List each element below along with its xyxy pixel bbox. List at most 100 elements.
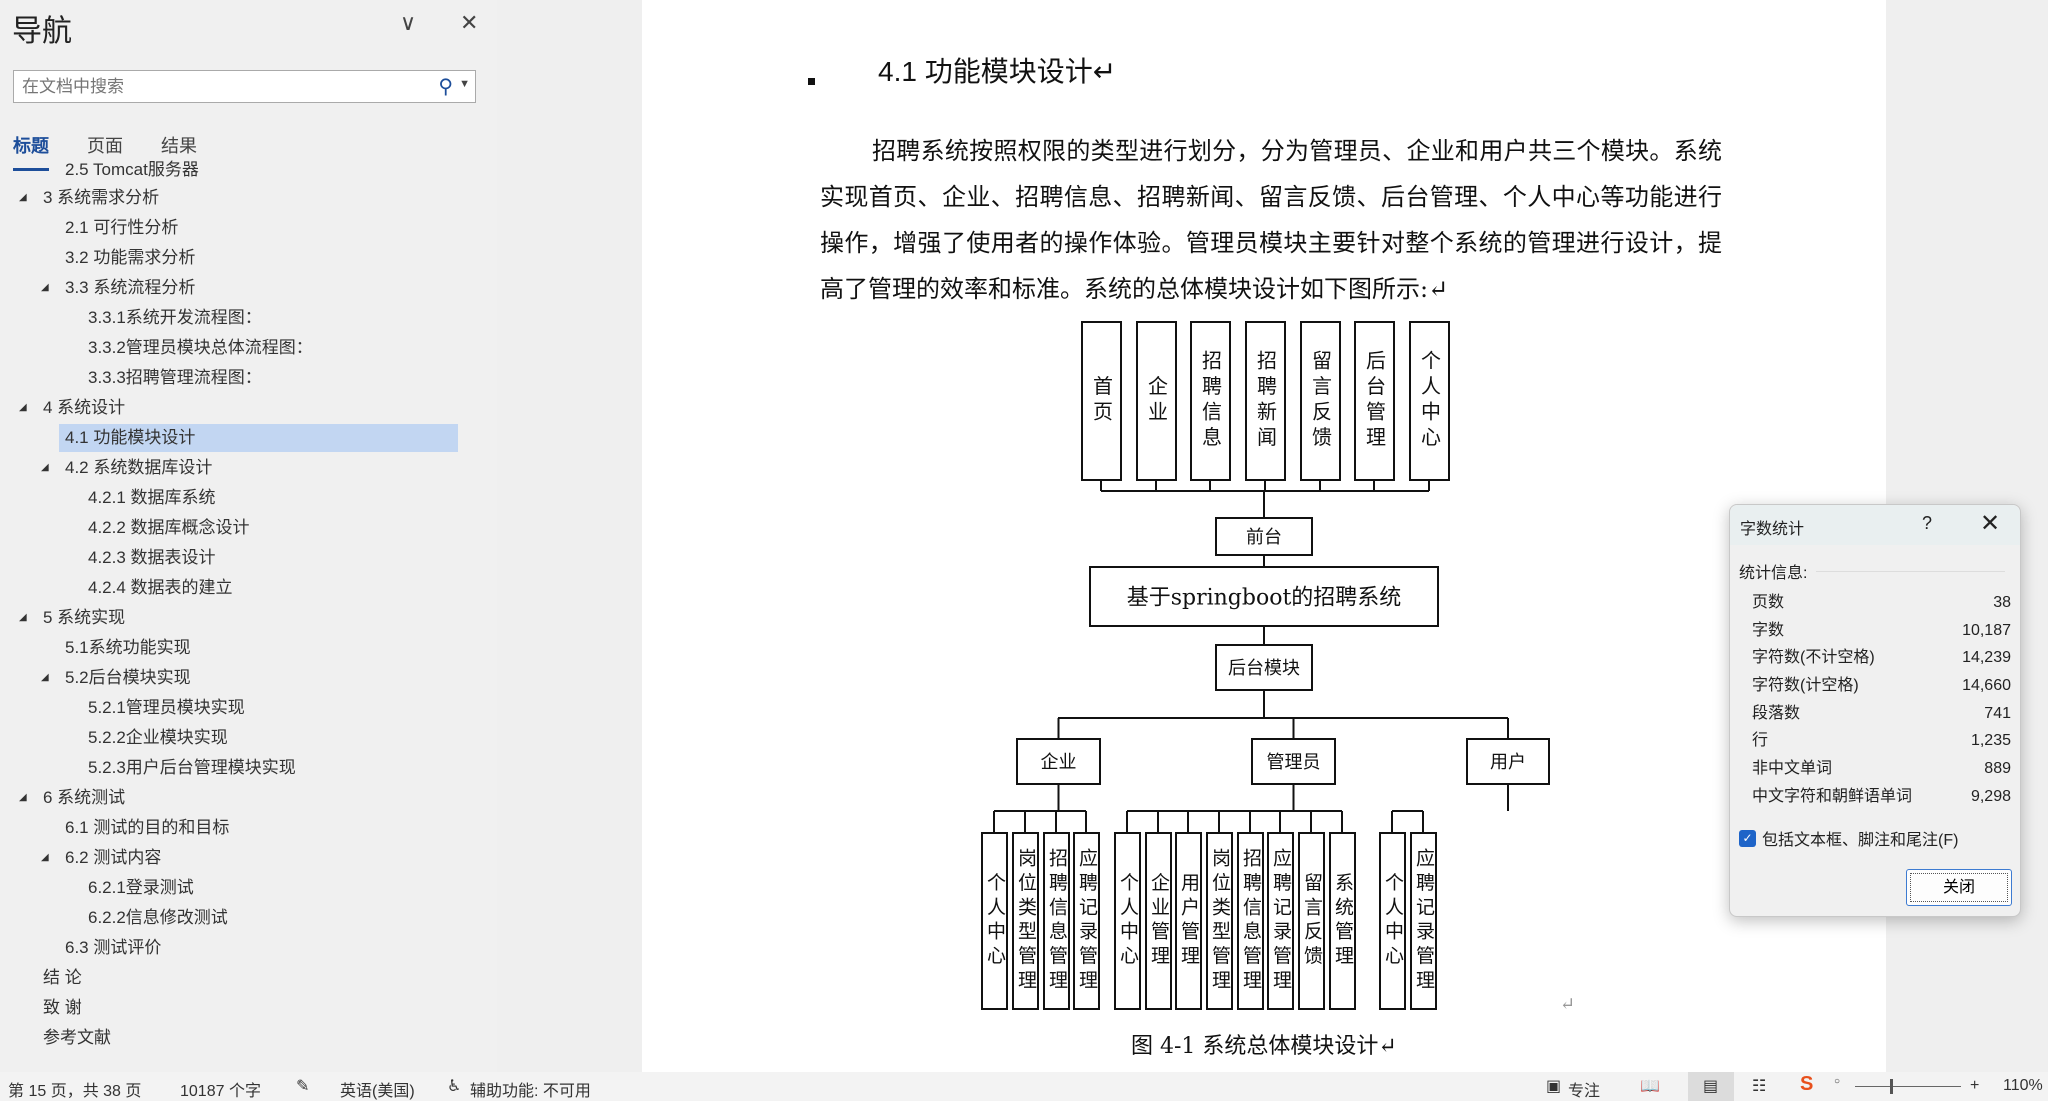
stat-value: 38: [1993, 594, 2011, 611]
proofing-icon[interactable]: ✎: [296, 1078, 310, 1095]
selection-highlight: [59, 424, 458, 452]
print-layout-button[interactable]: [1688, 1072, 1734, 1101]
diagram-box: 招聘信息管理: [1237, 832, 1264, 1010]
nav-item[interactable]: 3.3.1系统开发流程图：: [0, 303, 470, 333]
diagram-box: 招聘新闻: [1245, 321, 1286, 481]
nav-item-label: 5.2后台模块实现: [65, 668, 191, 687]
nav-item[interactable]: ◢ 5.2后台模块实现: [0, 663, 470, 693]
diagram-box-label: 个人中心: [984, 872, 1006, 970]
diagram-box: 岗位类型管理: [1012, 832, 1039, 1010]
diagram-box: 后台管理: [1354, 321, 1395, 481]
nav-item[interactable]: 5.2.2企业模块实现: [0, 723, 470, 753]
language[interactable]: 英语(美国): [340, 1083, 415, 1100]
close-icon[interactable]: ✕: [460, 10, 479, 35]
diagram-box-label: 应聘记录管理: [1270, 848, 1292, 994]
expand-triangle-icon[interactable]: ◢: [41, 282, 49, 293]
nav-item[interactable]: 5.2.1管理员模块实现: [0, 693, 470, 723]
nav-item[interactable]: ◢4.2 系统数据库设计: [0, 453, 470, 483]
nav-item[interactable]: 4.1 功能模块设计: [0, 423, 470, 453]
nav-item[interactable]: 2.5 Tomcat服务器: [0, 161, 470, 183]
page-count[interactable]: 第 15 页，共 38 页: [8, 1083, 142, 1100]
nav-item[interactable]: ◢6 系统测试: [0, 783, 470, 813]
accessibility-status[interactable]: 辅助功能: 不可用: [470, 1083, 591, 1100]
nav-item[interactable]: 6.1 测试的目的和目标: [0, 813, 470, 843]
zoom-in-button[interactable]: +: [1970, 1077, 1980, 1094]
expand-triangle-icon[interactable]: ◢: [41, 462, 49, 473]
nav-item[interactable]: 3.2 功能需求分析: [0, 243, 470, 273]
search-input[interactable]: [14, 71, 414, 102]
zoom-slider-thumb[interactable]: [1890, 1079, 1893, 1094]
chevron-down-icon[interactable]: ∨: [400, 10, 417, 35]
focus-icon[interactable]: ▣: [1546, 1078, 1562, 1095]
diagram-box: [1215, 644, 1313, 691]
search-box[interactable]: ⚲ ▼: [13, 70, 476, 103]
expand-triangle-icon[interactable]: ◢: [41, 852, 49, 863]
nav-item[interactable]: 5.1系统功能实现: [0, 633, 470, 663]
divider: [1816, 571, 2005, 572]
dialog-title: 字数统计: [1740, 521, 1805, 538]
diagram-box-label: 管理员: [1267, 752, 1321, 773]
nav-item-label: 6.1 测试的目的和目标: [65, 818, 230, 837]
nav-item[interactable]: 6.3 测试评价: [0, 933, 470, 963]
nav-item[interactable]: ◢3 系统需求分析: [0, 183, 470, 213]
nav-item-label: 5.1系统功能实现: [65, 638, 191, 657]
read-mode-icon[interactable]: 📖: [1640, 1078, 1660, 1095]
nav-item[interactable]: 6.2.2信息修改测试: [0, 903, 470, 933]
diagram-box-label: 用户: [1490, 752, 1526, 773]
nav-item[interactable]: 5.2.3用户后台管理模块实现: [0, 753, 470, 783]
stat-label: 字符数(不计空格): [1752, 649, 1875, 667]
nav-item[interactable]: 4.2.4 数据表的建立: [0, 573, 470, 603]
web-layout-icon[interactable]: ☷: [1752, 1078, 1767, 1095]
nav-item[interactable]: 结 论: [0, 963, 470, 993]
zoom-level[interactable]: 110%: [2003, 1077, 2043, 1094]
close-button[interactable]: 关闭: [1906, 869, 2012, 906]
include-textboxes-checkbox[interactable]: ✓ 包括文本框、脚注和尾注(F): [1739, 826, 1958, 850]
chevron-down-icon[interactable]: ▼: [459, 78, 470, 90]
nav-item-label: 5.2.2企业模块实现: [88, 728, 228, 747]
nav-item[interactable]: 6.2.1登录测试: [0, 873, 470, 903]
tab-pages[interactable]: 页面: [87, 136, 123, 156]
nav-item-label: 6.3 测试评价: [65, 938, 162, 957]
diagram-box: [1466, 738, 1550, 785]
expand-triangle-icon[interactable]: ◢: [19, 192, 27, 203]
nav-item[interactable]: ◢6.2 测试内容: [0, 843, 470, 873]
nav-item-label: 4.2.2 数据库概念设计: [88, 518, 250, 537]
diagram-box: 个人中心: [1114, 832, 1141, 1010]
nav-item-label: 5 系统实现: [43, 608, 126, 627]
nav-item-label: 3.3 系统流程分析: [65, 278, 196, 297]
accessibility-icon[interactable]: ♿: [447, 1078, 462, 1095]
expand-triangle-icon[interactable]: ◢: [19, 792, 27, 803]
nav-item[interactable]: ◢ 5 系统实现: [0, 603, 470, 633]
focus-mode[interactable]: 专注: [1568, 1083, 1601, 1100]
help-button[interactable]: ?: [1922, 513, 1933, 533]
stat-value: 1,235: [1970, 732, 2011, 750]
nav-item[interactable]: 4.2.1 数据库系统: [0, 483, 470, 513]
diagram-box: 企业管理: [1145, 832, 1172, 1010]
tab-results[interactable]: 结果: [161, 136, 197, 156]
sogou-icon[interactable]: S: [1800, 1073, 1814, 1095]
nav-item[interactable]: 4.2.3 数据表设计: [0, 543, 470, 573]
diagram-box-label: 岗位类型管理: [1209, 848, 1231, 994]
nav-item[interactable]: 3.3.2管理员模块总体流程图：: [0, 333, 470, 363]
expand-triangle-icon[interactable]: ◢: [19, 612, 27, 623]
diagram-box: 应聘记录管理: [1267, 832, 1294, 1010]
print-layout-icon[interactable]: ▤: [1703, 1078, 1719, 1095]
nav-item[interactable]: ◢4 系统设计: [0, 393, 470, 423]
expand-triangle-icon[interactable]: ◢: [19, 402, 27, 413]
nav-item[interactable]: 3.3.3招聘管理流程图：: [0, 363, 470, 393]
nav-item[interactable]: 致 谢: [0, 993, 470, 1023]
word-count[interactable]: 10187 个字: [180, 1083, 261, 1100]
checkbox-checked-icon[interactable]: ✓: [1739, 829, 1756, 847]
tab-headings[interactable]: 标题: [13, 132, 49, 171]
search-icon[interactable]: ⚲: [438, 76, 453, 98]
nav-item-label: 5.2.1管理员模块实现: [88, 698, 245, 717]
nav-item[interactable]: 4.2.2 数据库概念设计: [0, 513, 470, 543]
zoom-slider[interactable]: [1855, 1086, 1961, 1087]
expand-triangle-icon[interactable]: ◢: [41, 672, 49, 683]
nav-item[interactable]: 2.1 可行性分析: [0, 213, 470, 243]
close-icon[interactable]: ✕: [1980, 510, 2001, 537]
nav-item[interactable]: 参考文献: [0, 1023, 470, 1053]
nav-item[interactable]: ◢ 3.3 系统流程分析: [0, 273, 470, 303]
